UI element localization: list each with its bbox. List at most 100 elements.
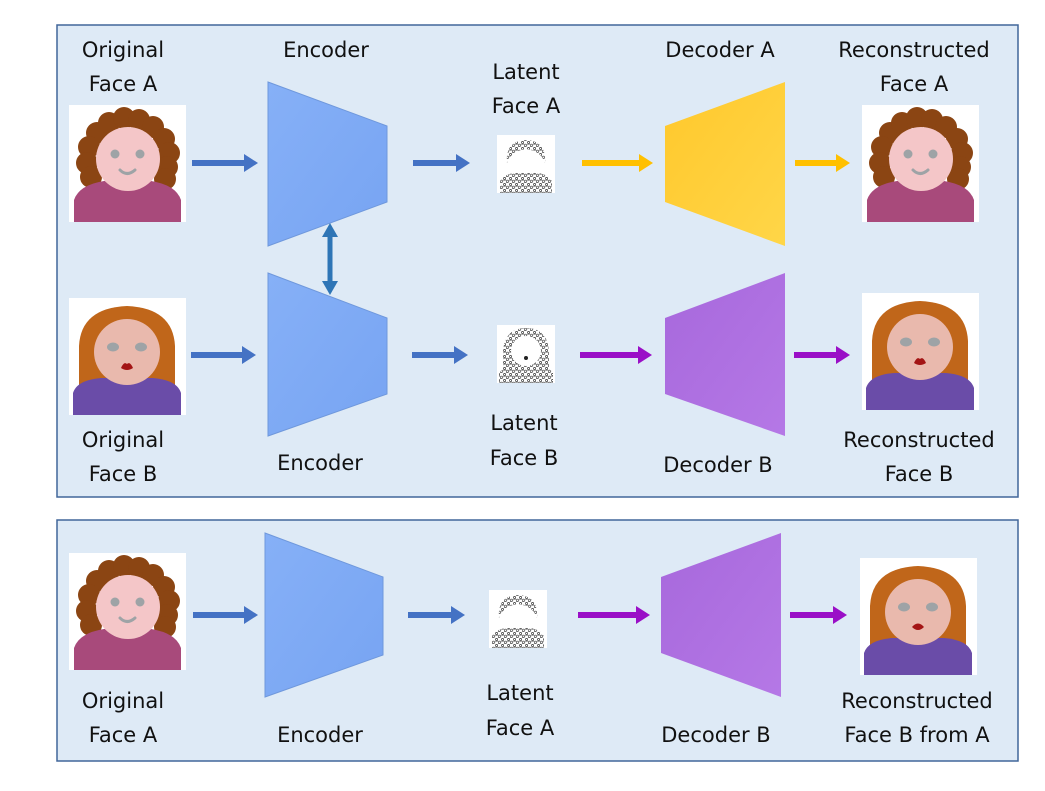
arrow-head [836, 154, 850, 172]
left-eye [107, 342, 119, 352]
left-eye [110, 597, 120, 607]
reconstructed-face-a-label-line1: Reconstructed [838, 38, 989, 62]
original-face-a-image [69, 105, 186, 222]
latent-face-a-label-line1: Latent [492, 60, 559, 84]
encoder-b-label: Encoder [277, 451, 363, 475]
shirt [74, 181, 181, 222]
arrow-head [639, 154, 653, 172]
arrow-head [454, 346, 468, 364]
smile [911, 168, 930, 175]
right-eye [926, 602, 938, 612]
link-shaft [327, 235, 333, 283]
decoder-b-label: Decoder B [663, 453, 772, 477]
shirt [74, 629, 181, 670]
encoder-a-trapezoid [267, 81, 388, 247]
lips [121, 363, 133, 370]
latent-body [492, 628, 544, 648]
shirt [866, 373, 974, 410]
arrow-decoder-to-output-a [795, 154, 850, 172]
arrow-shaft [578, 612, 636, 618]
swap-arrow-encoder-to-latent [408, 606, 465, 624]
arrow-shaft [580, 352, 638, 358]
latent-body [499, 365, 553, 383]
latent-face-b-image [497, 325, 555, 383]
swap-latent-label-line2: Face A [486, 716, 555, 740]
arrow-head [638, 346, 652, 364]
reconstructed-face-b-label-line1: Reconstructed [843, 428, 994, 452]
swap-arrow-latent-to-decoder [578, 606, 650, 624]
latent-face-a-label-line2: Face A [492, 94, 561, 118]
face [885, 579, 951, 645]
link-head-down [322, 281, 338, 295]
left-eye [898, 602, 910, 612]
arrow-head [456, 154, 470, 172]
shared-encoder-link-arrow [322, 223, 338, 295]
curly-hair [76, 107, 180, 190]
arrow-shaft [795, 160, 836, 166]
left-eye [903, 149, 913, 159]
left-eye [110, 149, 120, 159]
decoder-a-trapezoid [665, 82, 785, 246]
smile [118, 616, 137, 623]
training-panel [56, 24, 1019, 498]
lips [912, 623, 924, 630]
arrow-input-to-encoder-a [192, 154, 258, 172]
arrow-input-to-encoder-b [191, 346, 256, 364]
arrow-head [244, 606, 258, 624]
latent-body [500, 173, 552, 193]
arrow-head [451, 606, 465, 624]
original-face-b-image [69, 298, 186, 415]
swap-output-label-line2: Face B from A [844, 723, 990, 747]
smile [118, 168, 137, 175]
arrow-latent-to-decoder-a [582, 154, 653, 172]
arrow-head [244, 154, 258, 172]
reconstructed-face-b-label-line2: Face B [885, 462, 954, 486]
original-face-b-label-line2: Face B [89, 462, 158, 486]
curly-hair [869, 107, 973, 190]
arrow-encoder-to-latent-a [413, 154, 470, 172]
curly-hair [76, 555, 180, 638]
face [889, 127, 953, 191]
right-eye [135, 342, 147, 352]
arrow-shaft [193, 612, 244, 618]
latent-face-b-label-line1: Latent [490, 411, 557, 435]
swap-original-label-line2: Face A [89, 723, 158, 747]
face [887, 314, 953, 380]
arrow-shaft [191, 352, 242, 358]
arrow-shaft [413, 160, 456, 166]
right-eye [928, 337, 940, 347]
swap-row: Original Face A Encoder Latent Face A De… [69, 532, 993, 747]
left-eye [900, 337, 912, 347]
arrow-latent-to-decoder-b [580, 346, 652, 364]
reconstructed-face-a-label-line2: Face A [880, 72, 949, 96]
reconstructed-face-b-image [862, 293, 979, 410]
swap-decoder-b-label: Decoder B [661, 723, 770, 747]
swap-decoder-b-trapezoid [661, 533, 781, 697]
decoder-a-label: Decoder A [665, 38, 775, 62]
row-b: Original Face B Encoder Latent Face B De… [69, 272, 995, 486]
arrow-shaft [582, 160, 639, 166]
shirt [867, 181, 974, 222]
decoder-b-trapezoid [665, 273, 785, 436]
shirt [864, 638, 972, 675]
original-face-a-label-line2: Face A [89, 72, 158, 96]
latent-mouth [524, 356, 528, 360]
face [94, 319, 160, 385]
right-eye [135, 597, 145, 607]
swap-encoder-trapezoid [264, 532, 384, 698]
latent-hair [506, 140, 546, 163]
arrow-encoder-to-latent-b [412, 346, 468, 364]
swap-arrow-input-to-encoder [193, 606, 258, 624]
lips [914, 358, 926, 365]
latent-face [511, 336, 541, 366]
original-face-b-label-line1: Original [82, 428, 164, 452]
link-head-up [322, 223, 338, 237]
swap-encoder-label: Encoder [277, 723, 363, 747]
arrow-shaft [790, 612, 833, 618]
arrow-shaft [794, 352, 836, 358]
swap-arrow-decoder-to-output [790, 606, 847, 624]
shirt [73, 378, 181, 415]
swap-latent-label-line1: Latent [486, 681, 553, 705]
right-eye [928, 149, 938, 159]
